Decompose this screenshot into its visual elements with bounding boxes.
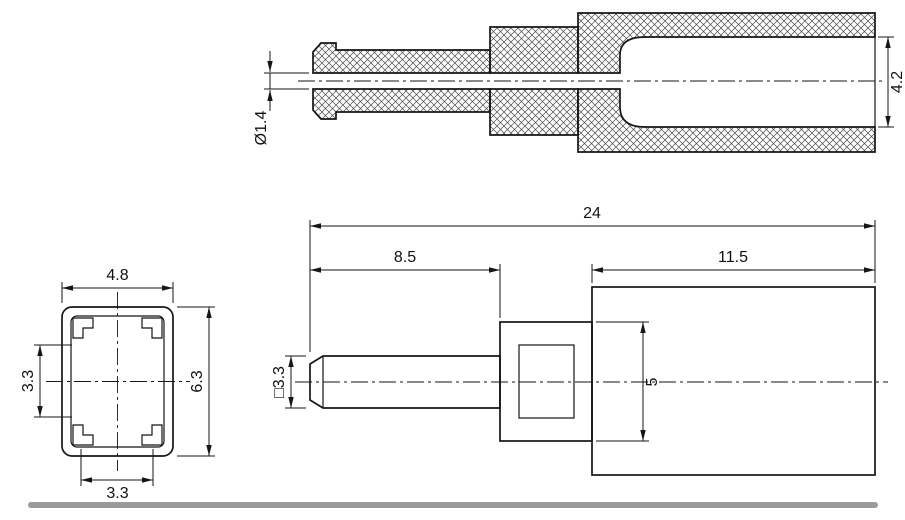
collar-lower-wall	[489, 88, 579, 136]
dim-cavity-diameter: 4.2	[878, 36, 905, 128]
dim-label-opening-height: 3.3	[20, 370, 37, 392]
collar-upper-wall	[489, 26, 579, 74]
dim-pin-length: 8.5	[310, 249, 501, 318]
corner-hook-bottom-right	[141, 424, 163, 446]
housing-inner	[70, 315, 165, 448]
footer-divider	[28, 502, 878, 508]
dim-flange-height: 5	[596, 321, 661, 442]
dim-label-bore-diameter: Ø1.4	[253, 111, 270, 146]
dim-label-outer-height: 6.3	[189, 370, 206, 392]
dim-outer-width: 4.8	[61, 267, 174, 303]
dim-body-length: 11.5	[591, 249, 875, 283]
dim-opening-width: 3.3	[80, 449, 154, 502]
corner-hook-top-left	[72, 317, 94, 339]
dim-opening-height: 3.3	[20, 344, 72, 418]
dim-label-flange-height: 5	[644, 377, 661, 386]
corner-hook-top-right	[141, 317, 163, 339]
dim-overall-length: 24	[309, 205, 876, 352]
body	[591, 286, 876, 476]
flange-window	[518, 344, 575, 419]
body-lower-wall	[577, 88, 876, 153]
dim-outer-height: 6.3	[177, 306, 215, 457]
barrel-lower-wall	[312, 88, 491, 120]
dim-label-body-length: 11.5	[718, 249, 748, 266]
housing-outer	[61, 306, 174, 457]
dim-pin-square: □3.3	[271, 355, 306, 409]
dim-label-pin-square: □3.3	[271, 366, 288, 398]
side-view: 24 8.5 11.5 □3.3 5	[271, 205, 888, 476]
front-view: 4.8 3.3 6.3 3.3	[20, 267, 215, 502]
barrel-upper-wall	[312, 42, 491, 74]
dim-bore-diameter: Ø1.4	[253, 51, 309, 145]
dim-label-cavity-diameter: 4.2	[889, 71, 905, 93]
body-upper-wall	[577, 12, 876, 74]
corner-hook-bottom-left	[72, 424, 94, 446]
dim-label-overall-length: 24	[583, 205, 601, 222]
section-view: Ø1.4 4.2	[253, 12, 905, 153]
dim-label-pin-length: 8.5	[394, 249, 416, 266]
dim-label-opening-width: 3.3	[106, 485, 128, 502]
dim-label-outer-width: 4.8	[106, 267, 128, 284]
flange	[499, 321, 593, 442]
